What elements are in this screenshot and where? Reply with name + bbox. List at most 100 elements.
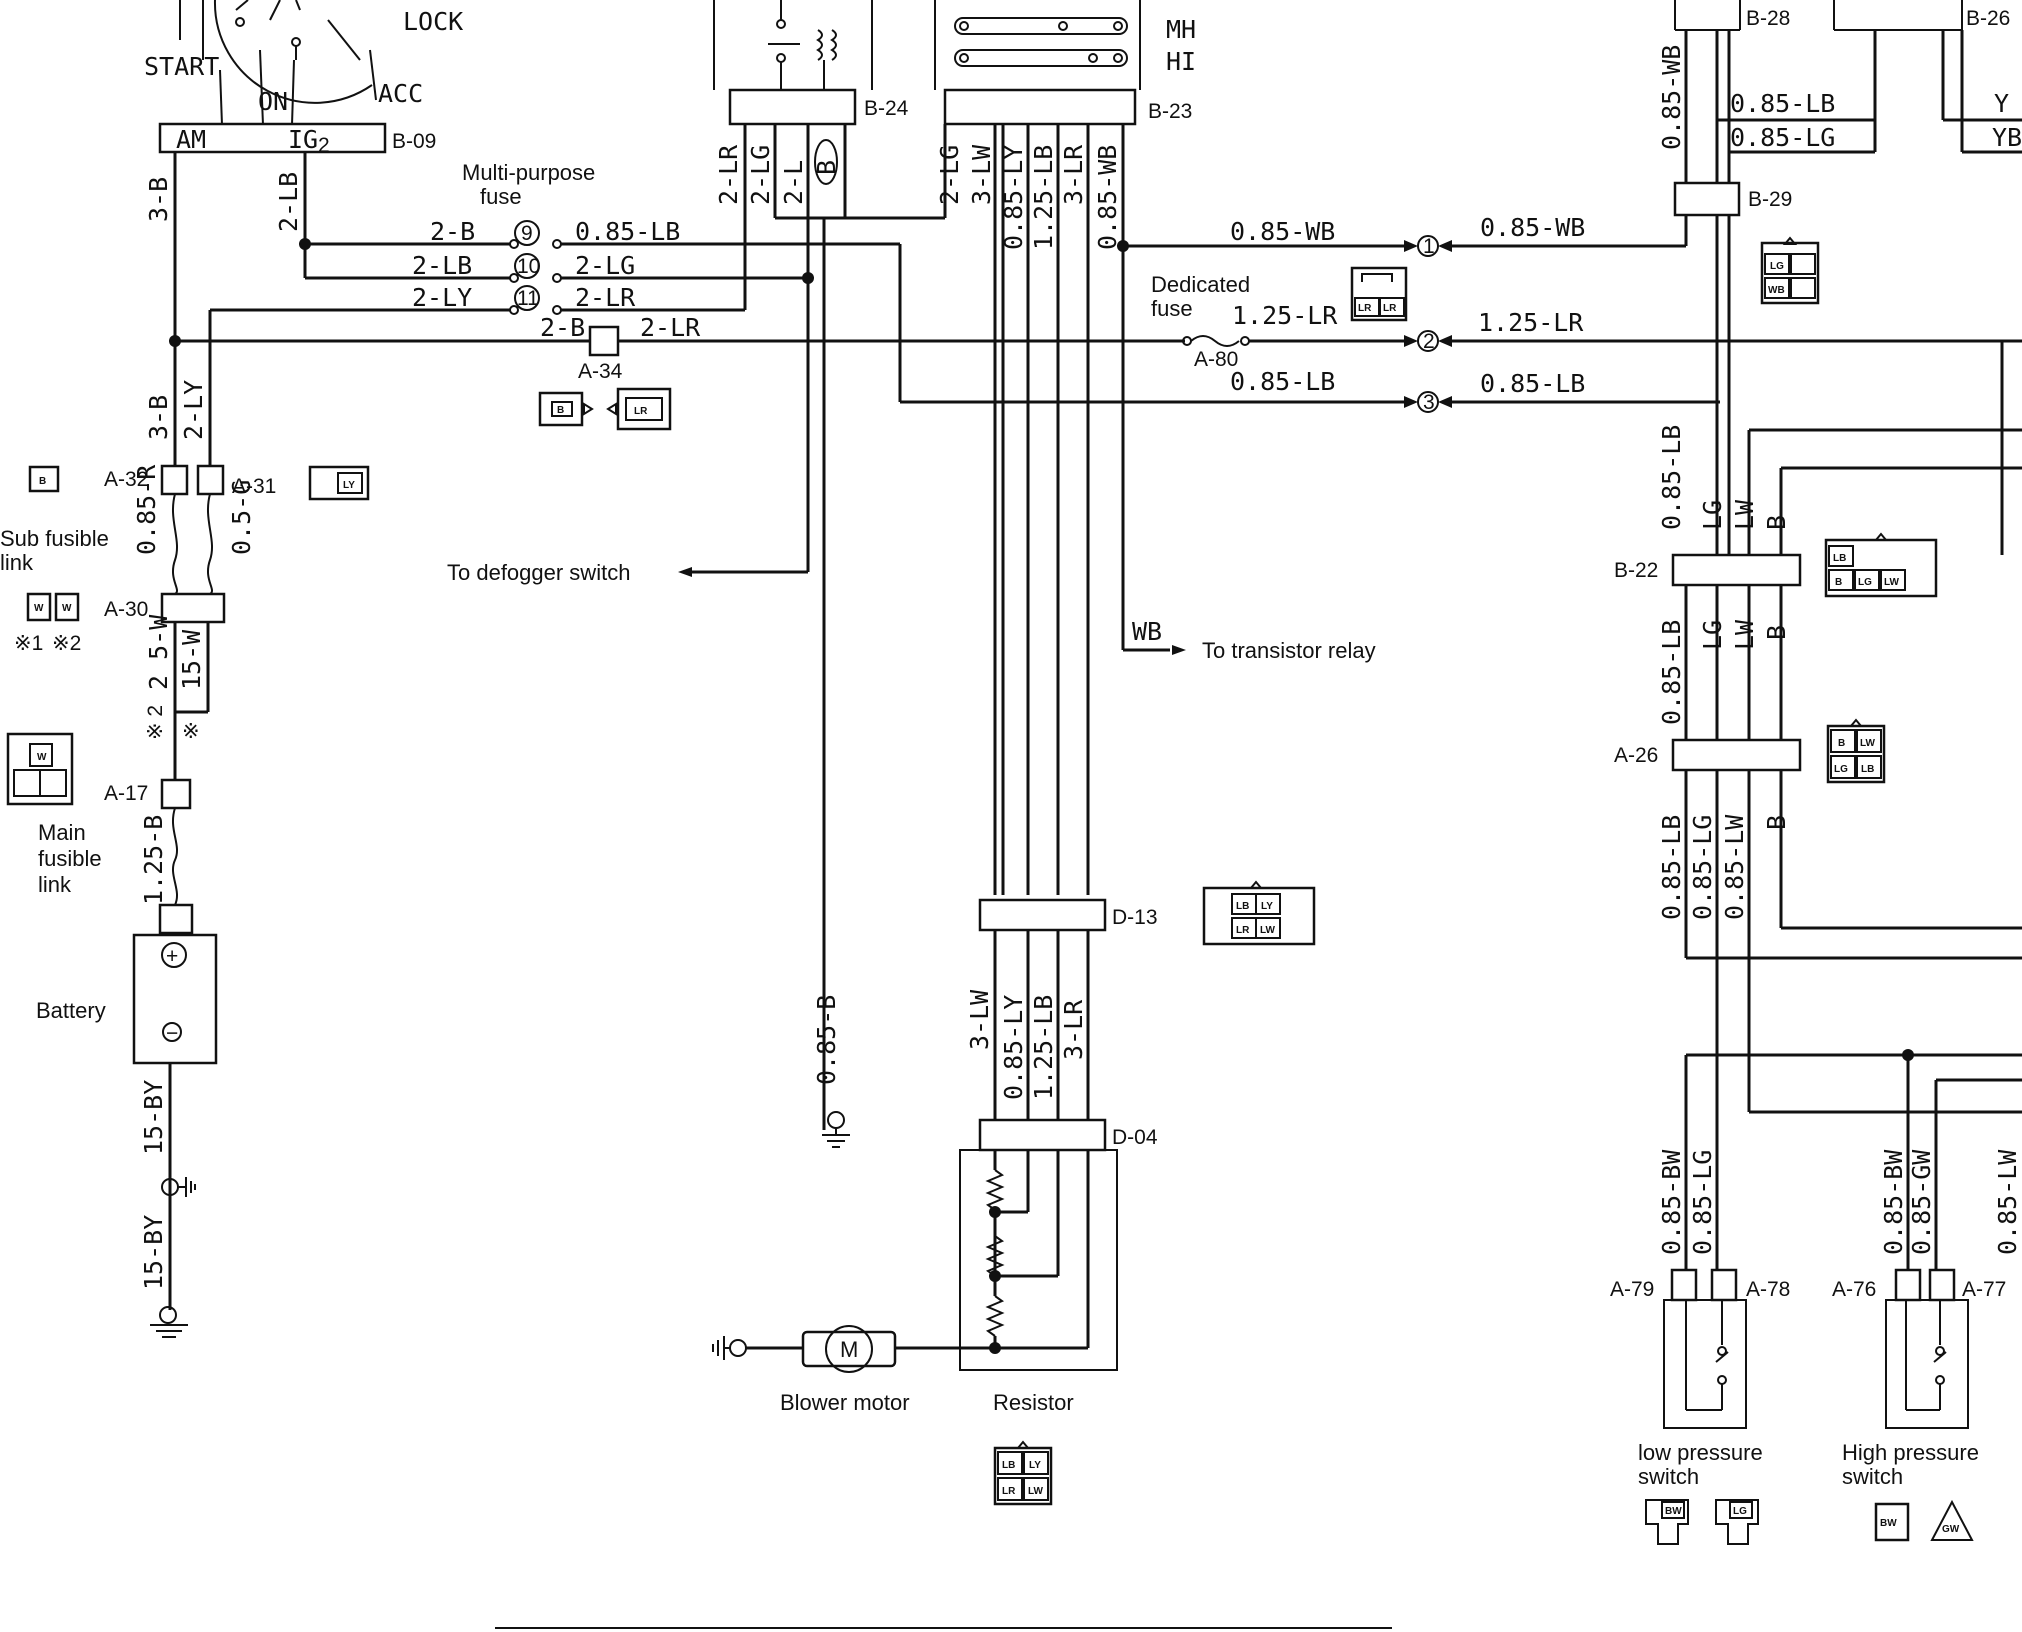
connector-d13-block [978,898,1107,932]
note-star-2-vertical: ※ 2 [144,705,167,740]
fuse-10-circle [514,253,540,279]
battery-terminal-box [158,903,194,935]
svg-text:B: B [557,405,564,416]
switch-line [269,0,281,21]
multi-purpose-fuse: Multi-purpose fuse 9 2-B 0.85-LB 10 2-LB… [175,124,1405,431]
fuse-11-out-label: 2-LR [575,283,636,312]
b24-lg-label: 2-LG [746,145,775,205]
battery-minus-terminal [162,1022,182,1042]
connector-d13-label: D-13 [1112,906,1158,929]
r-lb-top-label: 0.85-LB [1730,89,1835,118]
svg-text:LY: LY [1261,901,1273,912]
wire-3b-label: 3-B [144,177,173,222]
resistor-element-2 [985,1235,1005,1277]
connector-icon-low-pressure: BW LG [1645,1499,1759,1545]
switch-line [235,0,249,11]
connector-a34-label: A-34 [578,360,623,383]
connector-a78-box [1710,1268,1738,1302]
high-pressure-switch-label-1: High pressure [1842,1440,1979,1465]
edge-lw-label: 0.85-LW [1993,1149,2022,1255]
svg-text:W: W [62,603,72,614]
arrow-left [1438,335,1452,347]
svg-text:LB: LB [1861,764,1874,775]
connector-a79-label: A-79 [1610,1278,1654,1301]
main-fusible-link-label-3: link [38,872,72,897]
d04-lw-label: 3-LW [965,989,994,1050]
ground-ring [729,1339,747,1357]
connector-a17-label: A-17 [104,782,148,805]
switch-line [219,69,223,126]
b24-lr-label: 2-LR [714,144,743,205]
connector-b23-label: B-23 [1148,100,1192,123]
connector-d04-block [978,1118,1107,1152]
d04-ly-label: 0.85-LY [999,995,1028,1100]
switch-hi-label: HI [1166,47,1196,76]
svg-text:GW: GW [1942,1524,1960,1535]
fuse-11-number: 11 [517,287,539,310]
switch-on-label: ON [258,87,288,116]
b24-b-label: B [812,160,841,175]
r-085lg-3-label: 0.85-LG [1688,815,1717,920]
svg-text:LW: LW [1260,925,1276,936]
main-fusible-link-label-2: fusible [38,846,102,871]
t1-right-label: 0.85-WB [1480,213,1585,242]
fuse-10-in-label: 2-LB [412,251,472,280]
svg-text:BW: BW [1665,1506,1682,1517]
a76-bw-label: 0.85-BW [1879,1149,1908,1255]
b23-lw-label: 3-LW [967,144,996,205]
b23-lr-label: 3-LR [1059,144,1088,205]
a77-gw-label: 0.85-GW [1907,1149,1936,1255]
connector-a78-label: A-78 [1746,1278,1790,1301]
wire-085r [171,493,179,595]
wire-05g-label: 0.5-G [227,480,256,555]
switch-line [295,0,301,11]
svg-text:LW: LW [1860,738,1876,749]
terminal-3-number: 3 [1423,391,1435,414]
switch-bar-mh [954,17,1128,35]
b23-lg-label: 2-LG [935,145,964,205]
svg-text:LY: LY [343,480,355,491]
right-harness: B-28 B-26 0.85-WB 0.85-LB 0.85-LG Y YB B… [1610,0,2022,1545]
b23-ly-label: 0.85-LY [999,145,1028,250]
svg-text:B: B [39,476,46,487]
t1-left-label: 0.85-WB [1230,217,1335,246]
battery-minus-sign: − [166,1022,178,1045]
resistor-element-3 [985,1295,1005,1337]
connector-b26-label: B-26 [1966,7,2010,30]
svg-text:LG: LG [1834,764,1848,775]
connector-b29-block [1673,181,1741,217]
r-yb-label: YB [1992,123,2022,152]
arrow-right [1404,240,1418,252]
battery-label: Battery [36,998,106,1023]
svg-text:LR: LR [634,406,648,417]
connector-a30-box [160,592,226,624]
d04-lb-label: 1.25-LB [1029,995,1058,1100]
switch-bar-hi [954,49,1128,67]
svg-text:LG: LG [1858,577,1872,588]
fuse-9-in-label: 2-B [430,217,475,246]
terminal-1-number: 1 [1423,235,1435,258]
switch-line [369,49,377,101]
high-pressure-contact [1935,1346,1945,1356]
blower-switch-b23: MH HI B-23 WB To transistor relay 2-LG 3… [934,0,1405,1152]
arrow-left [1438,240,1452,252]
arrow-right [1404,335,1418,347]
r-085lb-2-label: 0.85-LB [1657,620,1686,725]
wire-3b-lower-label: 3-B [144,395,173,440]
b23-lb-label: 1.25-LB [1029,145,1058,250]
relay-contact-dot [776,19,786,29]
junction-dot [802,272,814,284]
relay-b24: B-24 2-LR 2-LG 2-L B 0.85-B To defogger … [447,0,945,1148]
fuse-9-number: 9 [521,222,533,245]
blower-motor-label: Blower motor [780,1390,910,1415]
connector-d04-label: D-04 [1112,1126,1158,1149]
r-lw-2-label: LW [1730,619,1759,650]
wire-15by-label-a: 15-BY [139,1080,168,1155]
battery-plus-terminal [161,942,187,968]
wire-25w-label: 2 5-W [144,614,173,690]
switch-pin [1088,53,1098,63]
switch-pin [1113,53,1123,63]
resistor-frame [959,1149,1118,1371]
r-lg-label: LG [1698,500,1727,530]
blower-motor-m: M [840,1337,858,1362]
